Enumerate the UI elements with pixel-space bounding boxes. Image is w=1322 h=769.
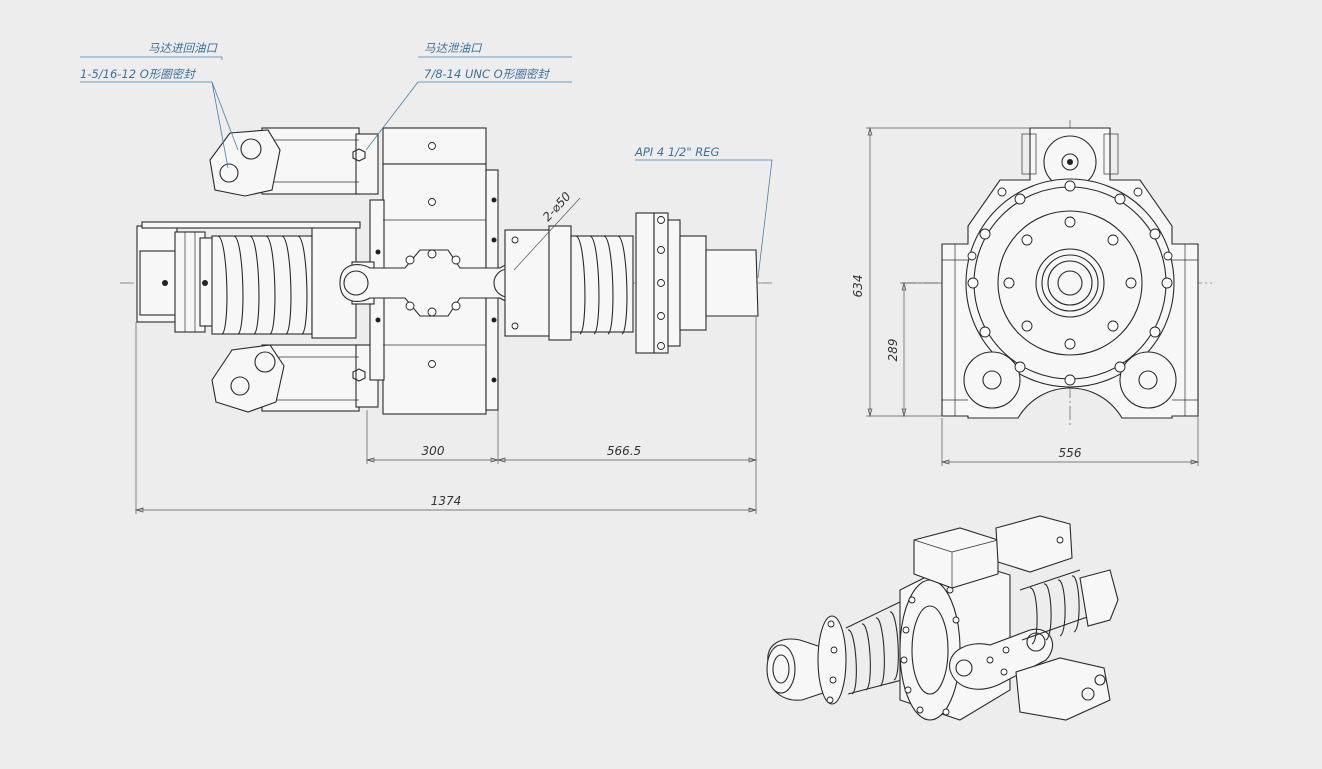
iso-left-spring: [847, 611, 899, 695]
dimension-556: 556: [1059, 446, 1082, 460]
iso-upper-cylinder: [995, 515, 1073, 573]
iso-right-spring: [1029, 575, 1080, 645]
lower-left-boss: [963, 351, 1021, 409]
side-view-dimensions: [134, 316, 758, 514]
iso-link-bar: [949, 628, 1053, 690]
motor-inlet-port-spec: 1-5/16-12 O形圈密封: [80, 67, 196, 81]
iso-lower-cylinder: [1015, 657, 1111, 721]
iso-left-flange: [817, 615, 847, 705]
left-end-housing: [136, 225, 216, 333]
dimension-634: 634: [851, 275, 865, 298]
iso-top-box: [913, 527, 999, 589]
thread-spec-label: API 4 1/2" REG: [634, 145, 720, 159]
motor-drain-port-label: 马达泄油口: [424, 41, 483, 55]
dimension-566-5: 566.5: [607, 444, 641, 458]
dimension-1374: 1374: [431, 494, 462, 508]
dimension-289: 289: [886, 339, 900, 362]
annotation-leaders: [80, 56, 773, 279]
link-bar-and-flange: [339, 249, 529, 317]
right-compression-spring: [504, 225, 634, 341]
end-view: 634 289 556: [851, 120, 1212, 466]
motor-inlet-port-label: 马达进回油口: [148, 41, 218, 55]
isometric-view: [766, 515, 1119, 721]
end-view-dimensions: [866, 126, 1200, 466]
upper-hydraulic-cylinder: [209, 127, 379, 197]
lower-hydraulic-cylinder: [211, 344, 379, 413]
side-view: 300 566.5 1374 马达进回油口 1-5/16-12 O形圈密封 马达…: [80, 41, 775, 514]
outer-bolt-circle: [967, 180, 1173, 386]
right-flange-and-thread-sub: [635, 212, 759, 354]
lower-right-boss: [1119, 351, 1177, 409]
motor-drain-port-spec: 7/8-14 UNC O形圈密封: [424, 67, 550, 81]
hole-spec-label: 2-⌀50: [540, 189, 574, 224]
inner-flange: [997, 210, 1143, 356]
inner-bolt-circle: [1003, 216, 1137, 350]
dimension-300: 300: [422, 444, 445, 458]
